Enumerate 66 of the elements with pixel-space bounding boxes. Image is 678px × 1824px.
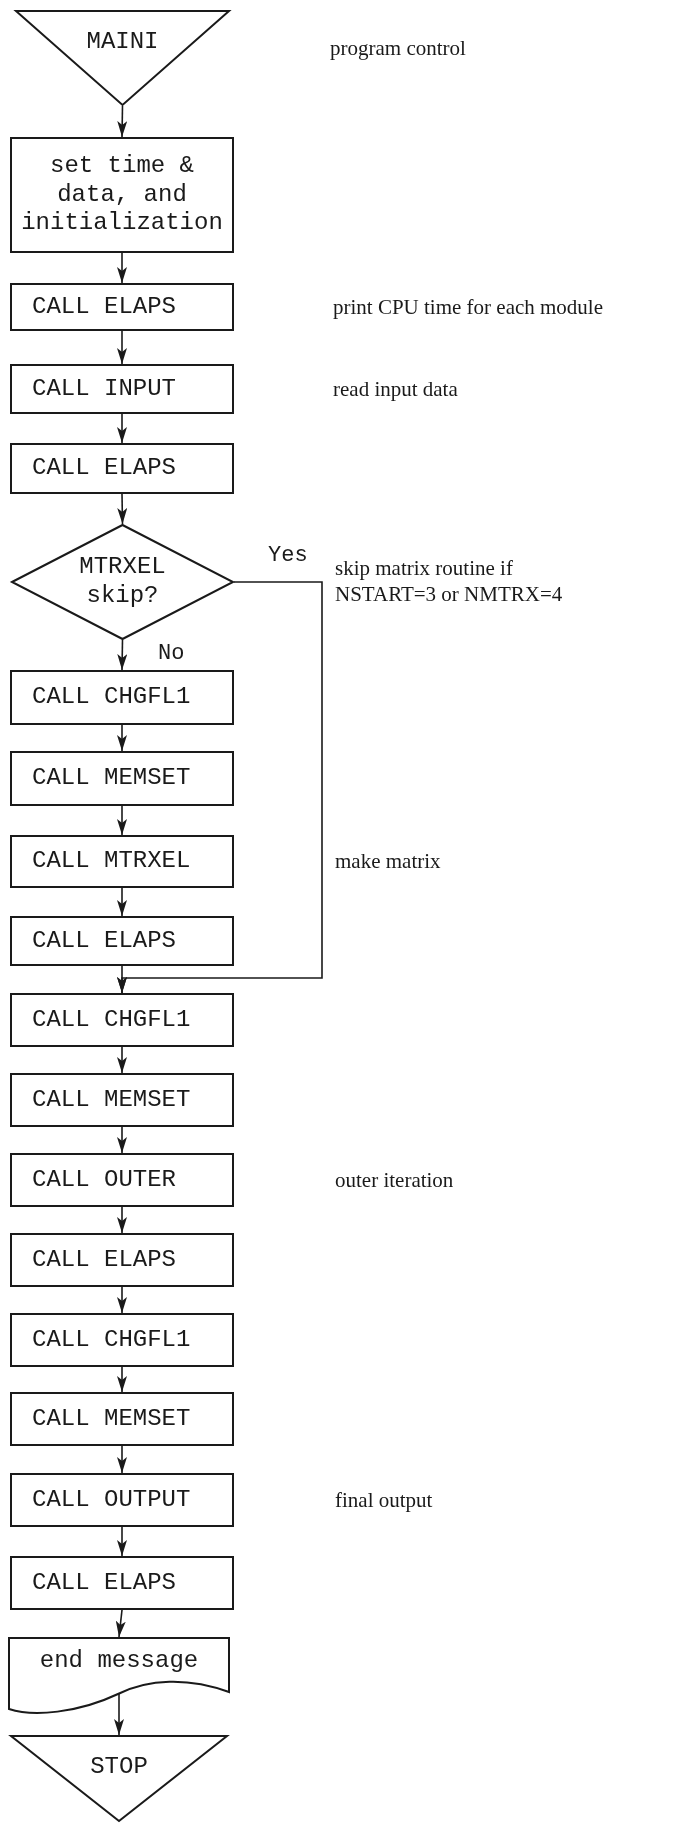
node-text: CALL ELAPS: [32, 292, 177, 322]
arrow: [114, 1693, 124, 1736]
process-box: [10, 1073, 234, 1127]
annotation-text: skip matrix routine if NSTART=3 or NMTRX=4: [335, 555, 564, 608]
node-text: CALL CHGFL1: [32, 1005, 191, 1035]
terminal-triangle: [10, 1735, 228, 1822]
node-text: CALL ELAPS: [32, 1568, 177, 1598]
node-text: CALL CHGFL1: [32, 683, 191, 712]
node-text: CALL MEMSET: [32, 1085, 191, 1115]
process-box: [10, 1473, 234, 1527]
annotation-text: read input data: [333, 376, 459, 403]
arrow: [117, 965, 127, 994]
process-box: [10, 835, 234, 888]
process-box: [10, 283, 234, 331]
annotation-text: outer iteration: [335, 1167, 455, 1194]
arrow: [117, 1366, 127, 1393]
terminal-triangle: [15, 10, 230, 106]
node-text: CALL INPUT: [32, 374, 177, 404]
node-text: CALL ELAPS: [32, 454, 177, 483]
document-shape: [8, 1637, 230, 1717]
arrow: [117, 1206, 127, 1234]
arrow: [117, 1286, 127, 1314]
arrow: [117, 805, 127, 836]
process-box: [10, 1313, 234, 1367]
process-box: [10, 993, 234, 1047]
arrow: [117, 724, 127, 752]
annotation-text: make matrix: [335, 848, 442, 875]
process-box: [10, 751, 234, 806]
arrow: [117, 1526, 127, 1557]
node-text: STOP: [90, 1753, 148, 1782]
arrow: [117, 252, 127, 284]
annotation-text: program control: [330, 35, 467, 62]
arrow: [117, 330, 127, 365]
arrow: [117, 1445, 127, 1474]
arrow: [115, 1609, 126, 1638]
process-box: [10, 137, 234, 253]
arrow: [117, 493, 128, 525]
decision-diamond: [11, 524, 234, 640]
process-box: [10, 916, 234, 966]
node-text: CALL OUTER: [32, 1165, 177, 1195]
process-box: [10, 364, 234, 414]
process-box: [10, 1392, 234, 1446]
process-box: [10, 1233, 234, 1287]
annotation-text: print CPU time for each module: [333, 294, 605, 321]
node-text: CALL MTRXEL: [32, 847, 191, 876]
process-box: [10, 1556, 234, 1610]
process-box: [10, 1153, 234, 1207]
node-text: CALL ELAPS: [32, 926, 177, 956]
node-text: CALL MEMSET: [32, 1404, 191, 1434]
arrow: [117, 887, 127, 917]
node-text: end message: [39, 1647, 199, 1676]
arrow: [117, 105, 128, 138]
process-box: [10, 443, 234, 494]
node-text: CALL ELAPS: [32, 1245, 177, 1275]
node-text: MTRXEL skip?: [78, 553, 167, 611]
annotation-text: final output: [335, 1487, 434, 1514]
node-text: MAINI: [86, 28, 159, 57]
arrow: [117, 1046, 127, 1074]
arrow: [117, 1126, 127, 1154]
arrow: [117, 639, 128, 671]
node-text: CALL CHGFL1: [32, 1325, 191, 1355]
arrow: [117, 413, 127, 444]
node-text: CALL MEMSET: [32, 764, 191, 793]
process-box: [10, 670, 234, 725]
node-text: set time & data, and initialization: [20, 151, 224, 239]
node-text: CALL OUTPUT: [32, 1485, 191, 1515]
